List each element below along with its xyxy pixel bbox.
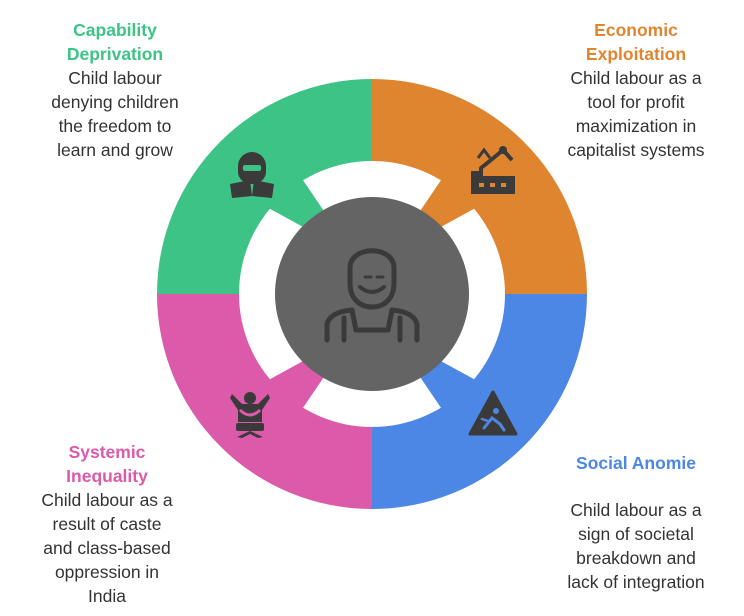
connector-economic [414,161,492,234]
capability-title: Capability Deprivation [20,18,210,66]
systemic-inequality-label: Systemic Inequality Child labour as a re… [10,440,204,608]
economic-description: Child labour as a tool for profit maximi… [538,66,734,162]
social-desc-line-2: sign of societal [578,524,694,544]
economic-desc-line-2: tool for profit [587,92,685,112]
economic-desc-line-1: Child labour as a [570,68,702,88]
economic-exploitation-label: Economic Exploitation Child labour as a … [538,18,734,162]
systemic-title-line-1: Systemic [68,442,146,462]
connector-systemic [252,354,330,427]
capability-desc-line-4: learn and grow [57,140,173,160]
economic-title-line-1: Economic [594,20,678,40]
economic-title: Economic Exploitation [538,18,734,66]
economic-title-line-2: Exploitation [585,44,687,64]
capability-desc-line-2: denying children [51,92,179,112]
systemic-desc-line-2: result of caste [52,514,162,534]
social-desc-line-1: Child labour as a [570,500,702,520]
capability-deprivation-label: Capability Deprivation Child labour deny… [20,18,210,162]
economic-desc-line-4: capitalist systems [567,140,705,160]
economic-desc-line-3: maximization in [575,116,697,136]
systemic-desc-line-4: oppression in [54,562,160,582]
connector-social [414,354,492,427]
social-title-line-1: Social Anomie [576,453,696,473]
systemic-title: Systemic Inequality [10,440,204,488]
factory-robot-arm-icon [471,146,515,194]
capability-title-line-2: Deprivation [66,44,164,64]
child-reading-icon [230,152,274,198]
capability-description: Child labour denying children the freedo… [20,66,210,162]
worker-person-icon [324,248,420,343]
social-title: Social Anomie [538,451,734,475]
systemic-description: Child labour as a result of caste and cl… [10,488,204,608]
systemic-desc-line-3: and class-based [43,538,171,558]
systemic-desc-line-1: Child labour as a [41,490,173,510]
social-desc-line-3: breakdown and [576,548,696,568]
warning-falling-person-icon [468,390,518,436]
capability-title-line-1: Capability [73,20,157,40]
social-desc-line-4: lack of integration [567,572,705,592]
social-description: Child labour as a sign of societal break… [538,498,734,594]
systemic-title-line-2: Inequality [66,466,148,486]
oppressed-person-icon [230,392,270,438]
capability-desc-line-3: the freedom to [58,116,172,136]
capability-desc-line-1: Child labour [68,68,162,88]
social-anomie-label: Social Anomie Child labour as a sign of … [538,451,734,594]
systemic-desc-line-5: India [88,586,126,606]
connector-capability [252,161,330,234]
